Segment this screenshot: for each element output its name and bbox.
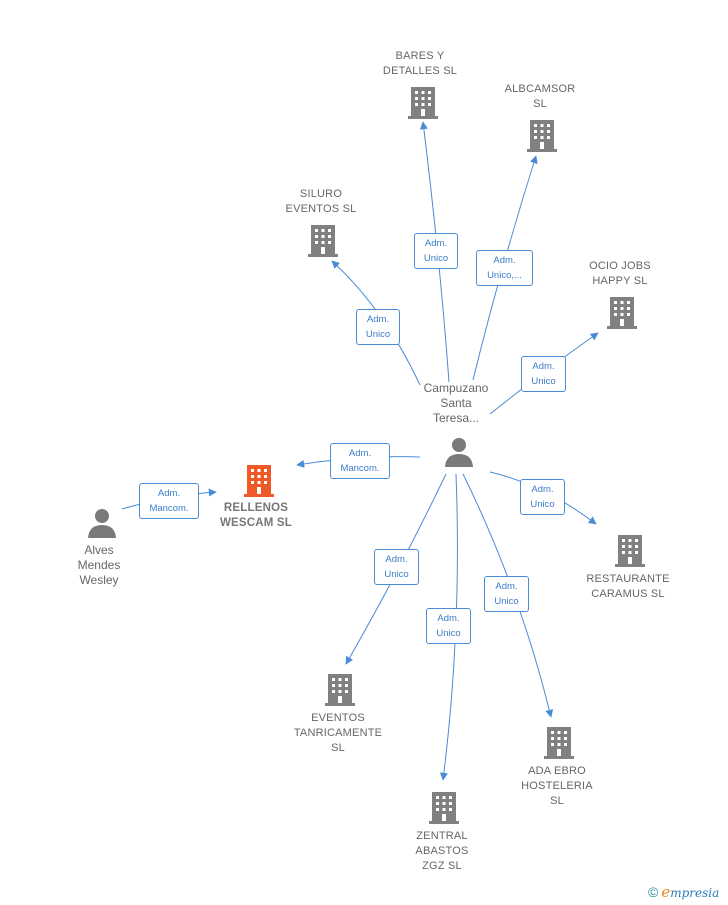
- brand-initial: e: [661, 883, 671, 901]
- relation-label-adaebro[interactable]: Adm. Unico: [484, 576, 529, 612]
- relation-label-ocio[interactable]: Adm. Unico: [521, 356, 566, 392]
- relation-label-bares[interactable]: Adm. Unico: [414, 233, 458, 269]
- brand-name: mpresia: [670, 886, 720, 900]
- relation-label-restaurante[interactable]: Adm. Unico: [520, 479, 565, 515]
- empresia-logo[interactable]: ©empresia: [648, 883, 719, 901]
- relation-label-siluro[interactable]: Adm. Unico: [356, 309, 400, 345]
- building-icon[interactable]: [542, 724, 576, 760]
- building-icon[interactable]: [427, 789, 461, 825]
- relation-label-tanricamente[interactable]: Adm. Unico: [374, 549, 419, 585]
- company-label-ocio[interactable]: OCIO JOBS HAPPY SL: [589, 260, 651, 287]
- building-icon[interactable]: [306, 222, 340, 258]
- building-icon[interactable]: [406, 84, 440, 120]
- company-label-tanricamente[interactable]: EVENTOS TANRICAMENTE SL: [293, 712, 383, 754]
- relation-label-albcamsor[interactable]: Adm. Unico,...: [476, 250, 533, 286]
- person-icon[interactable]: [443, 436, 475, 468]
- building-icon[interactable]: [323, 671, 357, 707]
- company-label-restaurante[interactable]: RESTAURANTE CARAMUS SL: [586, 573, 670, 600]
- company-label-rellenos[interactable]: RELLENOS WESCAM SL: [219, 502, 293, 529]
- company-label-zentral[interactable]: ZENTRAL ABASTOS ZGZ SL: [415, 830, 469, 872]
- company-label-adaebro[interactable]: ADA EBRO HOSTELERIA SL: [521, 765, 593, 807]
- building-icon[interactable]: [605, 294, 639, 330]
- person-icon[interactable]: [86, 507, 118, 539]
- building-icon-main[interactable]: [242, 462, 276, 498]
- relation-label-alves[interactable]: Adm. Mancom.: [139, 483, 199, 519]
- relation-label-rellenos[interactable]: Adm. Mancom.: [330, 443, 390, 479]
- building-icon[interactable]: [613, 532, 647, 568]
- company-label-albcamsor[interactable]: ALBCAMSOR SL: [504, 83, 576, 110]
- company-label-siluro[interactable]: SILURO EVENTOS SL: [285, 188, 357, 215]
- relation-label-zentral[interactable]: Adm. Unico: [426, 608, 471, 644]
- building-icon[interactable]: [525, 117, 559, 153]
- person-label-alves[interactable]: Alves Mendes Wesley: [77, 543, 121, 587]
- company-label-bares[interactable]: BARES Y DETALLES SL: [382, 50, 458, 77]
- copyright-icon: ©: [648, 884, 659, 900]
- person-label-campuzano[interactable]: Campuzano Santa Teresa...: [423, 381, 489, 425]
